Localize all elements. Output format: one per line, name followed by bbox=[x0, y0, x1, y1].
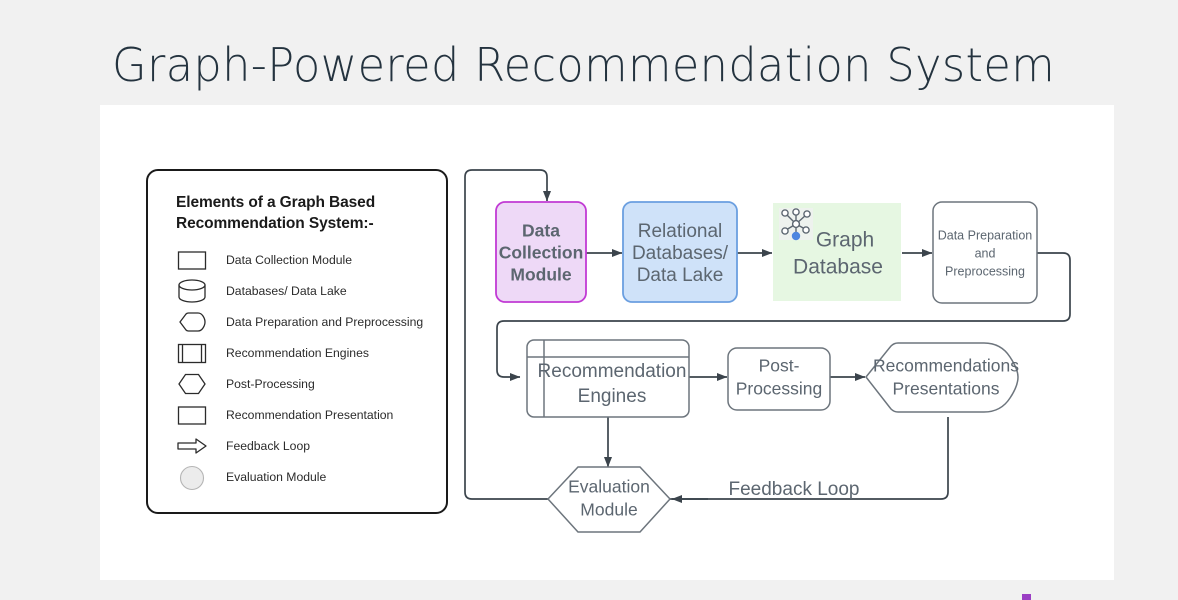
hexagon-icon bbox=[176, 371, 210, 397]
node-label-line: Database bbox=[793, 256, 883, 279]
legend-item-data-preparation: Data Preparation and Preprocessing bbox=[176, 309, 438, 335]
node-evaluation-module[interactable]: Evaluation Module bbox=[546, 466, 672, 533]
process-box-icon bbox=[176, 340, 210, 366]
node-label-line: Data Preparation bbox=[938, 228, 1033, 242]
legend-item-feedback-loop: Feedback Loop bbox=[176, 433, 438, 459]
rectangle-icon bbox=[176, 247, 210, 273]
node-label-line: Graph bbox=[816, 229, 874, 252]
legend-item-label: Databases/ Data Lake bbox=[226, 284, 347, 298]
node-recommendation-engines[interactable]: Recommendation Engines bbox=[526, 339, 690, 418]
legend-item-label: Recommendation Presentation bbox=[226, 408, 394, 422]
node-label-line: Presentations bbox=[892, 379, 999, 399]
edge-label-feedback-loop: Feedback Loop bbox=[729, 479, 860, 500]
legend-item-label: Recommendation Engines bbox=[226, 346, 369, 360]
legend-item-label: Data Preparation and Preprocessing bbox=[226, 315, 424, 329]
node-label-line: Engines bbox=[578, 386, 647, 407]
graph-network-icon bbox=[779, 208, 813, 241]
legend-item-label: Evaluation Module bbox=[226, 470, 327, 484]
node-label-line: Recommendation bbox=[538, 361, 687, 382]
node-recommendations-presentations[interactable]: Recommendations Presentations bbox=[865, 342, 1019, 413]
legend-item-label: Post-Processing bbox=[226, 377, 315, 391]
legend-item-recommendation-presentation: Recommendation Presentation bbox=[176, 402, 438, 428]
legend-item-label: Feedback Loop bbox=[226, 439, 311, 453]
node-relational-databases-data-lake[interactable]: Relational Databases/ Data Lake bbox=[622, 201, 738, 303]
node-label-line: Relational bbox=[638, 221, 723, 242]
node-label-line: Data Lake bbox=[637, 265, 724, 286]
cylinder-icon bbox=[176, 278, 210, 304]
node-label-line: Recommendations bbox=[873, 356, 1019, 376]
node-label-line: Module bbox=[510, 265, 572, 285]
node-post-processing[interactable]: Post- Processing bbox=[727, 347, 831, 411]
rectangle-icon bbox=[176, 402, 210, 428]
node-label-line: Preprocessing bbox=[945, 264, 1025, 278]
node-label-line: Databases/ bbox=[632, 243, 729, 264]
edge-preparation-to-engines bbox=[496, 252, 1071, 382]
legend-item-evaluation-module: Evaluation Module bbox=[176, 464, 438, 491]
node-label-line: Processing bbox=[736, 379, 823, 399]
bottom-right-marker bbox=[1022, 594, 1031, 600]
node-data-preparation-preprocessing[interactable]: Data Preparation and Preprocessing bbox=[932, 201, 1038, 304]
node-data-collection-module[interactable]: Data Collection Module bbox=[495, 201, 587, 303]
node-label-line: and bbox=[975, 246, 996, 260]
circle-icon bbox=[176, 464, 210, 491]
diagram-canvas: Elements of a Graph Based Recommendation… bbox=[100, 105, 1114, 580]
node-label-line: Collection bbox=[499, 243, 584, 263]
edge-presentations-to-evaluation bbox=[671, 417, 949, 504]
flow-diagram: Data Collection Module Relational Databa… bbox=[464, 169, 1071, 533]
page-title: Graph-Powered Recommendation System bbox=[112, 38, 1056, 92]
block-arrow-icon bbox=[176, 433, 210, 459]
node-graph-database[interactable]: Graph Database bbox=[773, 203, 901, 301]
legend-item-data-collection-module: Data Collection Module bbox=[176, 247, 438, 273]
legend-panel: Elements of a Graph Based Recommendation… bbox=[146, 169, 448, 514]
legend-item-recommendation-engines: Recommendation Engines bbox=[176, 340, 438, 366]
edge-feedback-to-data-collection bbox=[464, 169, 708, 500]
round-hexagon-icon bbox=[176, 309, 210, 335]
legend-item-databases-data-lake: Databases/ Data Lake bbox=[176, 278, 438, 304]
legend-title: Elements of a Graph Based Recommendation… bbox=[176, 194, 376, 232]
legend-item-label: Data Collection Module bbox=[226, 253, 353, 267]
node-label-line: Module bbox=[580, 500, 637, 520]
node-label-line: Post- bbox=[759, 356, 800, 376]
node-label-line: Data bbox=[522, 221, 560, 241]
legend-item-post-processing: Post-Processing bbox=[176, 371, 438, 397]
node-label-line: Evaluation bbox=[568, 477, 650, 497]
